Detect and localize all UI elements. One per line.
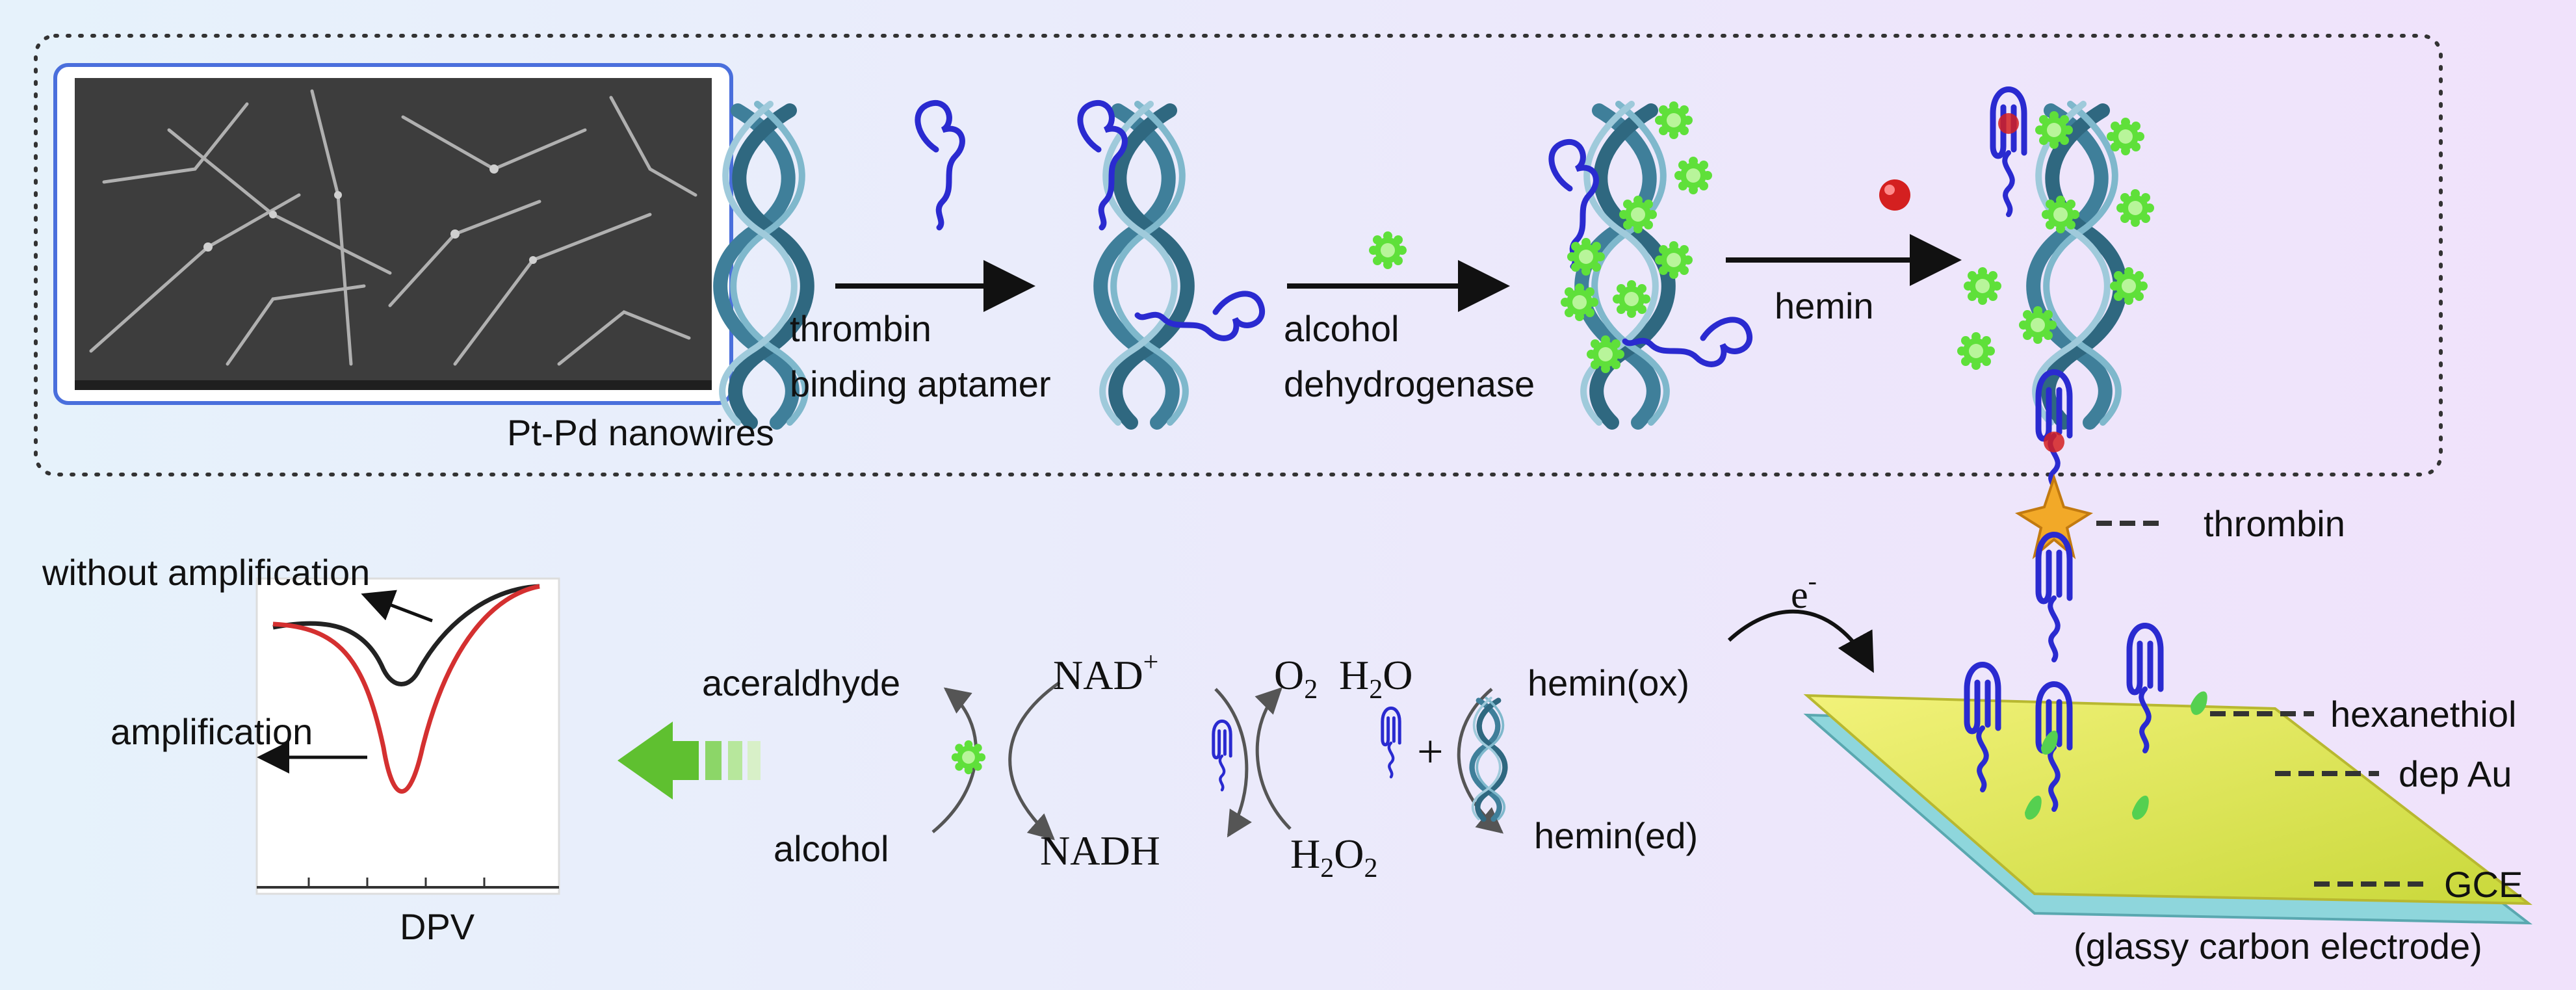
- hemin-icon: [1879, 179, 1910, 211]
- free-enzyme-icon: [1369, 231, 1407, 269]
- sem-image-callout: [53, 63, 733, 405]
- alcohol-label: alcohol: [774, 828, 889, 869]
- electron-transfer-arrow: [1727, 609, 1874, 673]
- hexanethiol-molecules: [2025, 691, 2207, 820]
- nadh-label: NADH: [1040, 827, 1160, 874]
- top-panel-frame: [34, 34, 2443, 476]
- gce-full-label: (glassy carbon electrode): [2074, 926, 2482, 967]
- dpv-curve-amplification: [272, 584, 540, 794]
- dpv-axis-label: DPV: [400, 906, 475, 947]
- step-1-label-line2: binding aptamer: [790, 363, 1051, 404]
- without-amplification-label: without amplification: [42, 552, 370, 593]
- electrode: [1803, 694, 2533, 925]
- hemin-ed-label: hemin(ed): [1534, 815, 1698, 856]
- thrombin-label: thrombin: [2204, 503, 2345, 544]
- sem-micrograph: [75, 78, 712, 390]
- gold-layer: [1803, 694, 2533, 905]
- dep-au-label: dep Au: [2399, 753, 2512, 794]
- dpv-plot: [255, 577, 560, 895]
- step-3-label: hemin: [1775, 285, 1874, 326]
- hexanethiol-label: hexanethiol: [2330, 694, 2516, 735]
- o2-label: O2: [1274, 652, 1318, 705]
- step-2-label-line1: alcohol: [1284, 308, 1399, 349]
- gce-label: GCE: [2444, 864, 2523, 905]
- aceraldhyde-label: aceraldhyde: [702, 662, 900, 703]
- step-2-label-line2: dehydrogenase: [1284, 363, 1535, 404]
- nad-label: NAD+: [1053, 647, 1158, 698]
- step-1-label-line1: thrombin: [790, 308, 931, 349]
- dpv-curve-without-amplification: [272, 584, 540, 686]
- electron-label: e-: [1791, 566, 1817, 616]
- h2o-label: H2O: [1339, 652, 1412, 705]
- pt-pd-nanowires-label: Pt-Pd nanowires: [507, 412, 774, 453]
- amplification-label: amplification: [111, 711, 313, 752]
- thrombin-icon: [2014, 473, 2094, 560]
- cycle-enzyme-icon: [951, 740, 986, 775]
- signal-arrow: [618, 722, 761, 800]
- plus-sign: +: [1417, 725, 1444, 777]
- hemin-ox-label: hemin(ox): [1528, 662, 1689, 703]
- h2o2-label: H2O2: [1290, 831, 1377, 883]
